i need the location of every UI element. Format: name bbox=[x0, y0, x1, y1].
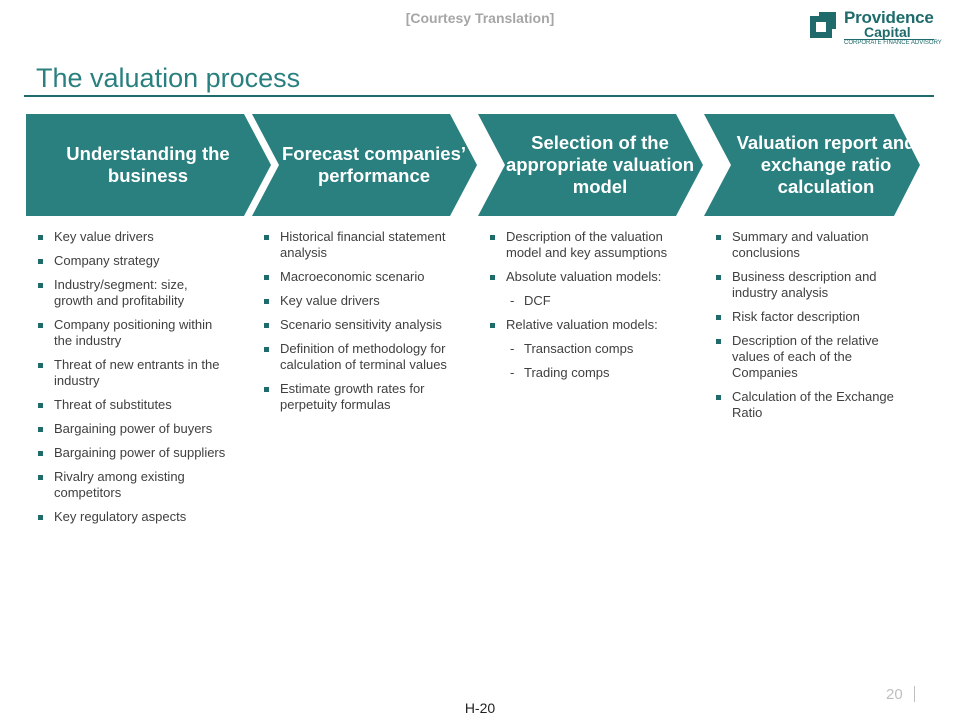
list-item: Historical financial statement analysis bbox=[262, 229, 452, 261]
process-step-1: Understanding the business bbox=[26, 114, 284, 216]
list-item: Relative valuation models: bbox=[488, 317, 678, 333]
logo-name-line2: Capital bbox=[864, 24, 911, 40]
details-list: Description of the valuation model and k… bbox=[488, 229, 678, 381]
logo-name: Providence bbox=[844, 8, 934, 27]
sub-list-item: Trading comps bbox=[488, 365, 678, 381]
list-item: Estimate growth rates for perpetuity for… bbox=[262, 381, 452, 413]
sub-list-item: Transaction comps bbox=[488, 341, 678, 357]
logo-mark-icon bbox=[810, 12, 836, 38]
list-item: Scenario sensitivity analysis bbox=[262, 317, 452, 333]
list-item: Company positioning within the industry bbox=[36, 317, 226, 349]
chevron-shape bbox=[704, 114, 920, 216]
list-item: Description of the valuation model and k… bbox=[488, 229, 678, 261]
list-item: Key regulatory aspects bbox=[36, 509, 226, 525]
list-item: Description of the relative values of ea… bbox=[714, 333, 904, 381]
step-label: Valuation report and exchange ratio calc… bbox=[736, 132, 916, 197]
page-title: The valuation process bbox=[36, 63, 301, 93]
sub-list-item: DCF bbox=[488, 293, 678, 309]
list-item: Absolute valuation models: bbox=[488, 269, 678, 285]
page-number-divider bbox=[914, 686, 915, 702]
logo-divider bbox=[844, 39, 934, 40]
process-step-2: Forecast companies’ performance bbox=[252, 114, 510, 216]
list-item: Bargaining power of buyers bbox=[36, 421, 226, 437]
chevron-shape bbox=[26, 114, 271, 216]
step-3-details: Description of the valuation model and k… bbox=[488, 229, 678, 389]
process-step-4: Valuation report and exchange ratio calc… bbox=[704, 114, 960, 216]
list-item: Industry/segment: size, growth and profi… bbox=[36, 277, 226, 309]
courtesy-translation-note: [Courtesy Translation] bbox=[405, 10, 555, 26]
footer-page-ref: H-20 bbox=[464, 700, 496, 716]
providence-capital-logo: Providence Capital CORPORATE FINANCE ADV… bbox=[810, 8, 942, 46]
list-item: Key value drivers bbox=[36, 229, 226, 245]
chevron-shape bbox=[252, 114, 477, 216]
list-item: Key value drivers bbox=[262, 293, 452, 309]
step-label: Forecast companies’ performance bbox=[281, 143, 467, 186]
list-item: Calculation of the Exchange Ratio bbox=[714, 389, 904, 421]
list-item: Summary and valuation conclusions bbox=[714, 229, 904, 261]
step-label: Selection of the appropriate valuation m… bbox=[505, 132, 695, 197]
page-number: 20 bbox=[886, 686, 903, 703]
list-item: Macroeconomic scenario bbox=[262, 269, 452, 285]
list-item: Bargaining power of suppliers bbox=[36, 445, 226, 461]
chevron-shape bbox=[478, 114, 703, 216]
logo-tagline: CORPORATE FINANCE ADVISORY bbox=[844, 40, 942, 46]
list-item: Threat of new entrants in the industry bbox=[36, 357, 226, 389]
title-divider bbox=[24, 95, 934, 97]
process-step-3: Selection of the appropriate valuation m… bbox=[478, 114, 736, 216]
list-item: Definition of methodology for calculatio… bbox=[262, 341, 452, 373]
list-item: Threat of substitutes bbox=[36, 397, 226, 413]
step-label: Understanding the business bbox=[66, 143, 230, 186]
list-item: Rivalry among existing competitors bbox=[36, 469, 226, 501]
list-item: Company strategy bbox=[36, 253, 226, 269]
list-item: Business description and industry analys… bbox=[714, 269, 904, 301]
list-item: Risk factor description bbox=[714, 309, 904, 325]
